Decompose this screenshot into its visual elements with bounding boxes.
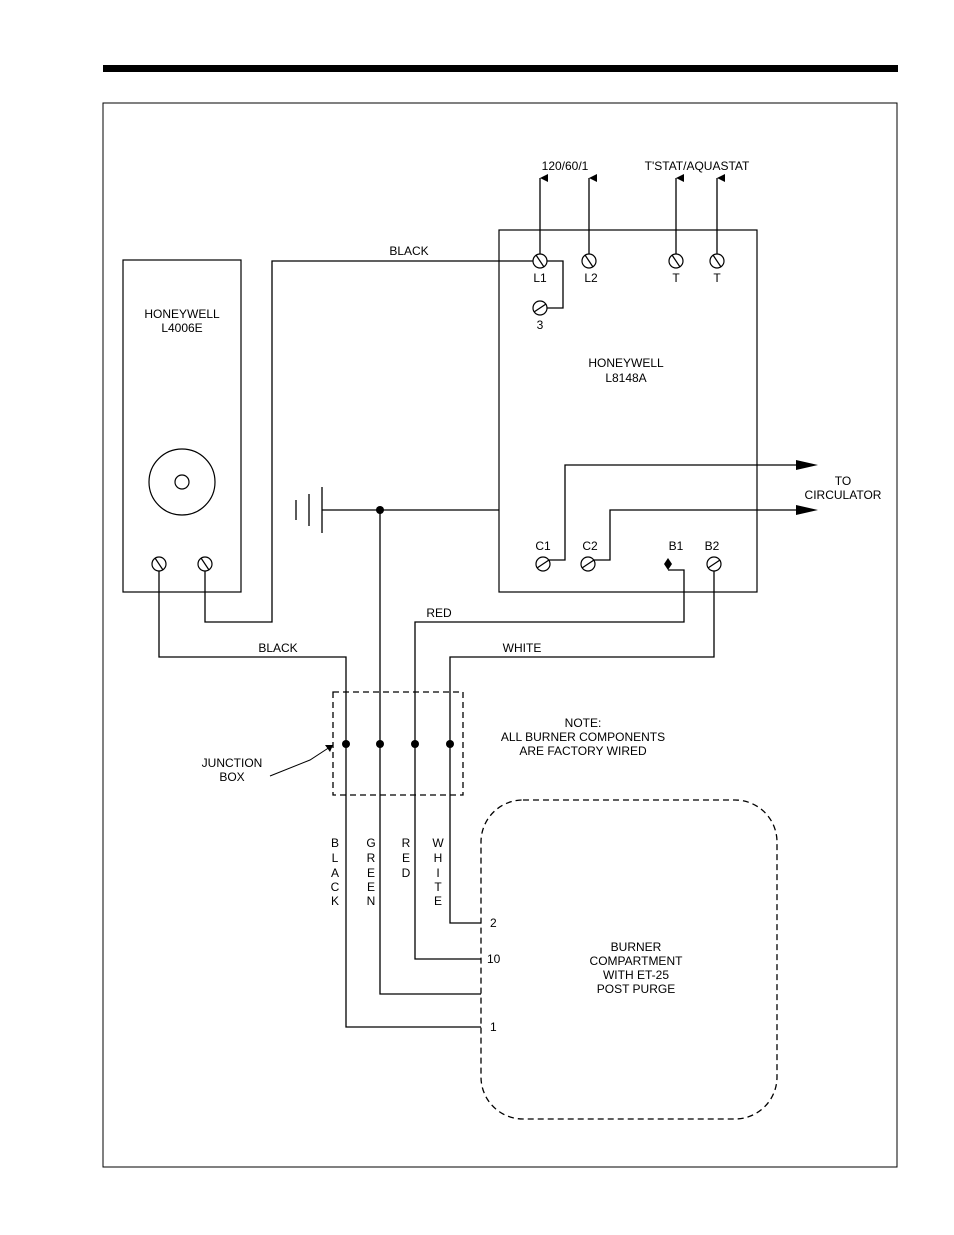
junction-box-line1: JUNCTION: [202, 756, 263, 770]
v-white-2: I: [436, 866, 439, 880]
wire-black-top-label: BLACK: [389, 244, 428, 258]
v-black-4: K: [331, 894, 339, 908]
v-red-1: E: [402, 851, 410, 865]
label-3: 3: [537, 318, 544, 332]
factory-wired-note: NOTE: ALL BURNER COMPONENTS ARE FACTORY …: [501, 716, 665, 758]
v-white-1: H: [434, 851, 443, 865]
terminal-3: [533, 301, 547, 315]
supply-label: 120/60/1: [542, 159, 589, 173]
l4006e-dial: [149, 449, 215, 515]
vertical-label-red: R E D: [402, 836, 411, 880]
honeywell-l4006e: HONEYWELL L4006E: [123, 260, 241, 592]
terminal-c1: [536, 557, 550, 571]
junction-box: JUNCTION BOX: [202, 692, 463, 795]
tstat-label: T'STAT/AQUASTAT: [645, 159, 750, 173]
burner-line4: POST PURGE: [597, 982, 675, 996]
terminal-t-right: [710, 254, 724, 268]
terminal-l2: [582, 254, 596, 268]
v-white-3: T: [434, 880, 442, 894]
label-l1: L1: [533, 271, 547, 285]
l4006e-brand: HONEYWELL: [144, 307, 220, 321]
vertical-label-white: W H I T E: [432, 836, 444, 908]
note-line3: ARE FACTORY WIRED: [519, 744, 647, 758]
terminal-c2: [581, 557, 595, 571]
note-line2: ALL BURNER COMPONENTS: [501, 730, 665, 744]
terminal-t-left: [669, 254, 683, 268]
v-black-3: C: [331, 880, 340, 894]
v-red-0: R: [402, 836, 411, 850]
l4006e-model: L4006E: [161, 321, 202, 335]
vertical-label-black: B L A C K: [331, 836, 340, 908]
v-green-0: G: [366, 836, 375, 850]
terminal-b1: [664, 558, 672, 570]
wire-black-top: [205, 261, 533, 622]
power-supply-arrows: 120/60/1: [540, 159, 589, 254]
v-green-4: N: [367, 894, 376, 908]
label-c1: C1: [535, 539, 551, 553]
honeywell-l8148a: HONEYWELL L8148A L1 L2 T T 3: [499, 230, 757, 592]
jumper-l1-3: [547, 261, 563, 308]
l4006e-terminal-right: [198, 557, 212, 571]
v-green-2: E: [367, 866, 375, 880]
vertical-label-green: G R E E N: [366, 836, 375, 908]
header-rule: [103, 65, 898, 72]
burner-line3: WITH ET-25: [603, 968, 669, 982]
wire-red: [415, 570, 684, 959]
l4006e-dial-center: [175, 475, 189, 489]
label-b2: B2: [705, 539, 720, 553]
thermostat-arrows: T'STAT/AQUASTAT: [645, 159, 750, 254]
ground-symbol: [296, 487, 499, 533]
to-circulator-line1: TO: [835, 474, 851, 488]
note-line1: NOTE:: [565, 716, 602, 730]
burner-compartment: BURNER COMPARTMENT WITH ET-25 POST PURGE…: [481, 800, 777, 1119]
label-t-left: T: [672, 271, 680, 285]
v-green-3: E: [367, 880, 375, 894]
label-c2: C2: [582, 539, 598, 553]
diagram-frame: [103, 103, 897, 1167]
v-green-1: R: [367, 851, 376, 865]
v-black-1: L: [332, 851, 339, 865]
label-b1: B1: [669, 539, 684, 553]
v-white-4: E: [434, 894, 442, 908]
burner-pin-2: 2: [490, 916, 497, 930]
burner-pin-10: 10: [487, 952, 501, 966]
junction-box-line2: BOX: [219, 770, 244, 784]
label-l2: L2: [584, 271, 598, 285]
v-white-0: W: [432, 836, 444, 850]
l4006e-terminal-left: [152, 557, 166, 571]
to-circulator-line2: CIRCULATOR: [805, 488, 882, 502]
wire-white-label: WHITE: [503, 641, 542, 655]
terminal-l1: [533, 254, 547, 268]
terminal-b2: [707, 557, 721, 571]
label-t-right: T: [713, 271, 721, 285]
burner-pin-1: 1: [490, 1020, 497, 1034]
l8148a-model: L8148A: [605, 371, 646, 385]
wire-black-bottom-label: BLACK: [258, 641, 297, 655]
wire-red-label: RED: [426, 606, 452, 620]
burner-line1: BURNER: [611, 940, 662, 954]
l8148a-brand: HONEYWELL: [588, 356, 664, 370]
v-black-0: B: [331, 836, 339, 850]
v-red-2: D: [402, 866, 411, 880]
burner-line2: COMPARTMENT: [590, 954, 684, 968]
wire-green: [380, 510, 481, 994]
v-black-2: A: [331, 866, 339, 880]
